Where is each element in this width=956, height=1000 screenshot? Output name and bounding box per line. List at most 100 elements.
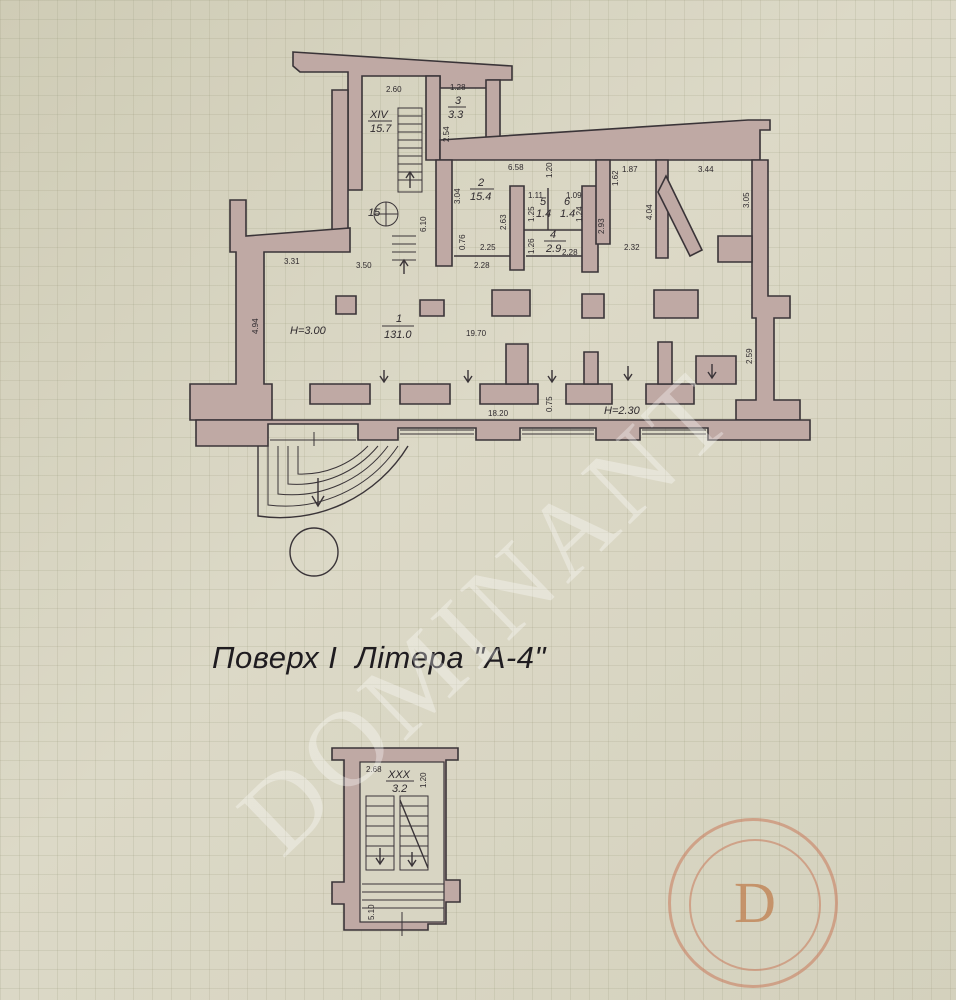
arrow-icon bbox=[379, 370, 389, 384]
wall-segment bbox=[595, 159, 611, 245]
wall-segment bbox=[583, 351, 599, 385]
step-arc bbox=[297, 445, 369, 475]
wall-segment bbox=[292, 51, 513, 191]
room-area: 131.0 bbox=[384, 329, 412, 341]
window bbox=[522, 429, 594, 435]
dimension: 1.11 bbox=[528, 191, 544, 200]
entry-steps bbox=[392, 235, 416, 261]
floor-label: Поверх I bbox=[212, 640, 338, 675]
staircase bbox=[373, 107, 423, 274]
stair-treads bbox=[398, 115, 422, 181]
wall-segment bbox=[505, 343, 529, 385]
room-number: XIV bbox=[369, 109, 389, 121]
arrow-icon bbox=[463, 370, 473, 384]
dimension: 18.20 bbox=[488, 409, 509, 418]
wall-segment bbox=[399, 383, 451, 405]
dimension: 2.28 bbox=[562, 248, 578, 257]
dimension: 0.75 bbox=[545, 396, 554, 412]
dimension: 2.25 bbox=[480, 243, 496, 252]
stair-flight bbox=[399, 795, 429, 871]
dimension: 2.59 bbox=[745, 348, 754, 364]
wall-segment bbox=[657, 341, 673, 385]
step-arc bbox=[277, 445, 389, 496]
wall-segment bbox=[581, 185, 599, 273]
window bbox=[642, 429, 706, 435]
partition-lines bbox=[524, 188, 582, 257]
room-number: 6 bbox=[564, 196, 571, 208]
dimension: 1.25 bbox=[527, 206, 536, 222]
wall-segment bbox=[657, 174, 704, 258]
dimension: 3.50 bbox=[356, 261, 372, 270]
pillar bbox=[581, 293, 605, 319]
wall-segment bbox=[425, 75, 441, 161]
wall-segment bbox=[565, 383, 613, 405]
arrow-icon bbox=[547, 370, 557, 384]
dimension: 6.58 bbox=[508, 163, 524, 172]
dimension: 4.04 bbox=[645, 204, 654, 220]
stair-diagonal bbox=[399, 799, 429, 869]
dimension: 1.20 bbox=[545, 162, 554, 178]
wall-segment bbox=[189, 199, 351, 421]
pillar bbox=[653, 289, 699, 319]
small-rooms bbox=[454, 188, 582, 257]
seal-logo: D bbox=[668, 818, 838, 988]
dimension: 0.76 bbox=[458, 234, 467, 250]
entry-arrow-icon bbox=[399, 258, 409, 274]
room-number: 15 bbox=[368, 207, 381, 219]
round-planter bbox=[289, 527, 339, 577]
dimension: 6.10 bbox=[419, 216, 428, 232]
wall-segment bbox=[509, 185, 525, 271]
wall-segment bbox=[735, 159, 801, 421]
room-labels: XIV 15.7 3 3.3 2 15.4 5 1.4 6 1.4 4 2.9 … bbox=[290, 95, 641, 417]
dimension: 2.60 bbox=[386, 85, 402, 94]
ceiling-height: H=2.30 bbox=[604, 405, 641, 417]
seal-inner-ring: D bbox=[689, 839, 821, 971]
stair-fragment-xxx: XXX 3.2 2.68 1.20 5.10 bbox=[331, 747, 461, 936]
room-area: 1.4 bbox=[560, 208, 575, 220]
room-number: 5 bbox=[540, 196, 547, 208]
window bbox=[400, 429, 474, 435]
room-number: 1 bbox=[396, 313, 402, 325]
dimension: 1.28 bbox=[450, 83, 466, 92]
room-number: 3 bbox=[455, 95, 462, 107]
walls bbox=[189, 51, 811, 447]
window-arrows bbox=[379, 364, 717, 384]
wall-segment bbox=[331, 89, 349, 241]
wall-segment bbox=[717, 235, 753, 263]
dimension: 2.68 bbox=[366, 765, 382, 774]
dimension: 1.09 bbox=[566, 191, 582, 200]
stair-outline bbox=[397, 107, 423, 193]
room-number: XXX bbox=[387, 769, 411, 781]
step-arc bbox=[287, 445, 379, 485]
dimension: 1.62 bbox=[611, 170, 620, 186]
wall-segment bbox=[479, 383, 539, 405]
dimension: 1.20 bbox=[419, 772, 428, 788]
wall-segment bbox=[309, 383, 371, 405]
room-area: 3.2 bbox=[392, 783, 407, 795]
dimension: 3.04 bbox=[453, 188, 462, 204]
pillar bbox=[491, 289, 531, 317]
room-area: 1.4 bbox=[536, 208, 551, 220]
dimension: 3.05 bbox=[742, 192, 751, 208]
spiral-stair-lines bbox=[374, 202, 398, 226]
ceiling-height: H=3.00 bbox=[290, 325, 327, 337]
stair-arrow-icon bbox=[375, 848, 385, 866]
stair-arrow-icon bbox=[405, 170, 415, 188]
wall-segment bbox=[439, 119, 771, 161]
stair-room bbox=[359, 761, 445, 923]
stair-flight bbox=[365, 795, 395, 871]
stair-arrow-icon bbox=[407, 852, 417, 868]
pillar bbox=[419, 299, 445, 317]
room-area: 15.7 bbox=[370, 123, 392, 135]
entrance-arrow-icon bbox=[311, 478, 325, 508]
wall-segment bbox=[435, 159, 453, 267]
dimension: 4.94 bbox=[251, 318, 260, 334]
door bbox=[270, 432, 356, 446]
wall-segment bbox=[695, 355, 737, 385]
dimension: 5.10 bbox=[367, 904, 376, 920]
dimension: 19.70 bbox=[466, 329, 487, 338]
dimension: 2.28 bbox=[474, 261, 490, 270]
wall-segment bbox=[485, 79, 501, 141]
